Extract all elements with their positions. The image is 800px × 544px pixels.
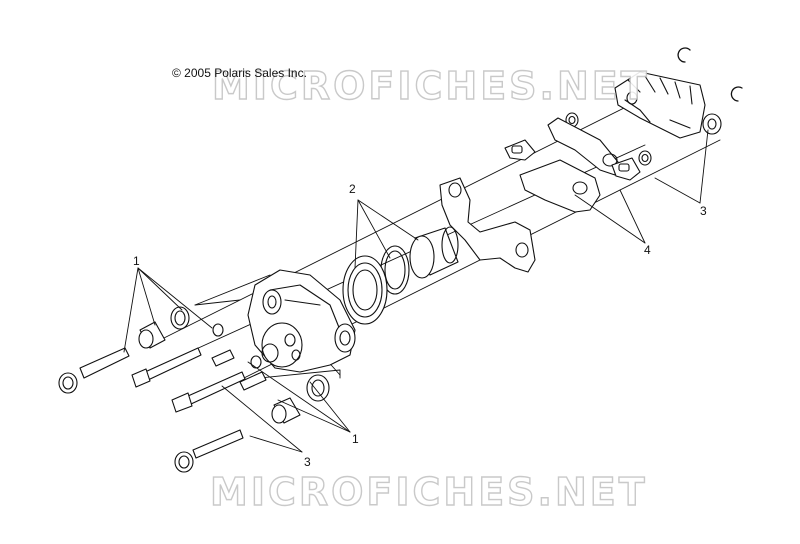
caliper-mount (439, 177, 536, 273)
piston-seal (342, 245, 410, 325)
brake-pad (519, 117, 619, 213)
caliper-bolt (58, 347, 246, 473)
callout-3-right: 3 (700, 204, 707, 218)
caliper-bracket (614, 71, 722, 139)
callout-1-bottom: 1 (352, 432, 359, 446)
caliper-piston (409, 226, 459, 279)
copyright-notice: © 2005 Polaris Sales Inc. (172, 66, 307, 80)
watermark-top: MICROFICHES.NET (211, 63, 650, 108)
bleeder-valve (211, 349, 267, 391)
pad-shim-plate (504, 139, 641, 181)
caliper-housing (247, 269, 356, 373)
retaining-clip (677, 47, 743, 102)
spacer-sleeve (138, 321, 301, 424)
callout-1-left: 1 (133, 254, 140, 268)
callout-leader-lines (123, 129, 709, 453)
callout-2: 2 (349, 182, 356, 196)
watermark-bottom: MICROFICHES.NET (209, 469, 648, 514)
callout-4: 4 (644, 243, 651, 257)
callout-3-bottom: 3 (304, 455, 311, 469)
